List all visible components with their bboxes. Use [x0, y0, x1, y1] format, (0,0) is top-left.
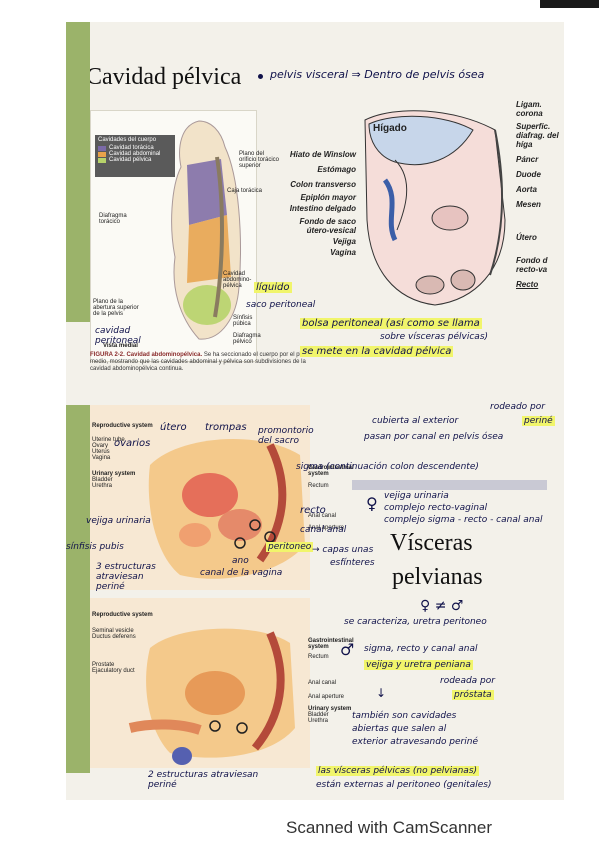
note-ovarios: ovarios	[114, 438, 151, 449]
abdomen-labels-left: Hiato de Winslow Estómago Colon transver…	[289, 150, 356, 257]
legend-item: Cavidad pélvica	[95, 157, 175, 163]
heading-pelvianas: pelvianas	[392, 564, 483, 590]
note-ano: ano	[232, 556, 249, 566]
male-pelvis-illustration	[128, 628, 295, 765]
label-caja-toracica: Caja torácica	[227, 188, 263, 194]
female-figure-labels-right: Gastrointestinal system Rectum Anal cana…	[308, 465, 354, 531]
female-list: vejiga urinaria complejo recto-vaginal c…	[384, 491, 543, 525]
abdomen-sagittal-illustration	[364, 110, 506, 306]
note-esfinteres: esfínteres	[330, 558, 375, 568]
label-diafragma-pelvico: Diafragma pélvico	[233, 333, 261, 345]
note-bottom: las vísceras pélvicas (no pelvianas) est…	[316, 766, 492, 790]
note-rodeada: rodeada por	[440, 676, 495, 686]
label-sinfisis: Sínfisis púbica	[233, 315, 253, 327]
female-figure-labels: Reproductive system Uterine tube Ovary U…	[92, 423, 153, 489]
title-handwritten-note: pelvis visceral ⇒ Dentro de pelvis ósea	[270, 68, 485, 81]
male-figure-labels: Reproductive system Seminal vesicle Duct…	[92, 612, 153, 674]
green-margin-bar-bottom	[66, 405, 90, 773]
note-vejiga: vejiga urinaria	[86, 516, 151, 526]
male-symbol: ♂	[340, 640, 355, 659]
note-saco-peritoneal: saco peritoneal	[246, 300, 316, 310]
label-higado: Hígado	[373, 123, 407, 134]
note-cavidad-peritoneal: cavidad peritoneal	[95, 326, 141, 346]
note-cubierta: cubierta al exterior	[372, 416, 459, 426]
note-canal-anal: canal anal	[300, 525, 347, 535]
note-sinfisis: sínfisis pubis	[66, 542, 124, 552]
note-arrow: ↓	[376, 686, 387, 700]
note-2-estructuras: 2 estructuras atraviesan periné	[148, 770, 259, 790]
note-perine: periné	[522, 416, 555, 426]
label-vista-medial: Vista medial	[103, 343, 138, 349]
male-pelvis-figure: Reproductive system Seminal vesicle Duct…	[90, 598, 354, 768]
note-symbols: ♀ ≠ ♂	[420, 598, 464, 614]
note-canal-vagina: canal de la vagina	[200, 568, 283, 578]
note-tambien: también son cavidades abiertas que salen…	[352, 711, 478, 747]
female-pelvis-figure: Reproductive system Uterine tube Ovary U…	[90, 405, 354, 590]
note-recto: recto	[300, 505, 326, 516]
note-se-mete: se mete en la cavidad pélvica	[300, 346, 454, 357]
legend-box: Cavidades del cuerpo Cavidad torácica Ca…	[95, 135, 175, 177]
note-pasan: pasan por canal en pelvis ósea	[364, 432, 504, 442]
heading-visceras: Vísceras	[390, 530, 473, 556]
legend-item: Cavidad abdominal	[95, 151, 175, 157]
note-sigma: sigma (continuación colon descendente)	[296, 462, 479, 472]
label-cavidad-abdomino: Cavidad abdomino-pélvica	[223, 271, 252, 289]
note-prostata: próstata	[452, 690, 494, 700]
note-promontorio: promontorio del sacro	[258, 426, 314, 446]
female-pelvis-illustration	[148, 438, 305, 579]
note-bolsa-peritoneal: bolsa peritoneal (así como se llama	[300, 318, 482, 329]
note-rodeado: rodeado por	[490, 402, 545, 412]
scanner-watermark: Scanned with CamScanner	[286, 818, 493, 837]
note-trompas: trompas	[205, 422, 247, 433]
title-bullet	[258, 74, 263, 79]
male-list-1: sigma, recto y canal anal	[364, 644, 478, 654]
note-peritoneo: peritoneo	[266, 542, 314, 552]
note-bolsa-peritoneal-b: sobre vísceras pélvicas)	[380, 332, 489, 342]
green-margin-bar-top	[66, 22, 90, 322]
abdomen-labels-right: Ligam. corona Superfic. diafrag. del híg…	[516, 100, 559, 289]
male-list-2: vejiga y uretra peniana	[364, 660, 473, 670]
note-utero: útero	[160, 422, 187, 433]
body-cavity-figure: Cavidades del cuerpo Cavidad torácica Ca…	[90, 110, 279, 362]
label-diafragma-toracico: Diafragma torácico	[99, 213, 127, 225]
figure1-caption: FIGURA 2-2. Cavidad abdominopélvica. Se …	[90, 352, 311, 372]
note-liquido: líquido	[254, 282, 292, 293]
torso-sagittal-illustration	[171, 120, 241, 340]
label-plano-orificio: Plano del orificio torácico superior	[239, 151, 280, 169]
note-3-estructuras: 3 estructuras atraviesan periné	[96, 562, 156, 592]
note-capas: → capas unas	[312, 545, 374, 555]
grey-bar	[352, 480, 547, 490]
legend-item: Cavidad torácica	[95, 145, 175, 151]
note-diff: se caracteriza, uretra peritoneo	[344, 617, 487, 627]
top-right-mark	[540, 0, 599, 8]
page-title: Cavidad pélvica	[86, 64, 242, 90]
female-symbol: ♀	[366, 494, 378, 513]
male-figure-labels-right: Gastrointestinal system Rectum Anal cana…	[308, 638, 354, 724]
label-plano-abertura: Plano de la abertura superior de la pelv…	[93, 299, 139, 317]
legend-title: Cavidades del cuerpo	[98, 137, 157, 143]
